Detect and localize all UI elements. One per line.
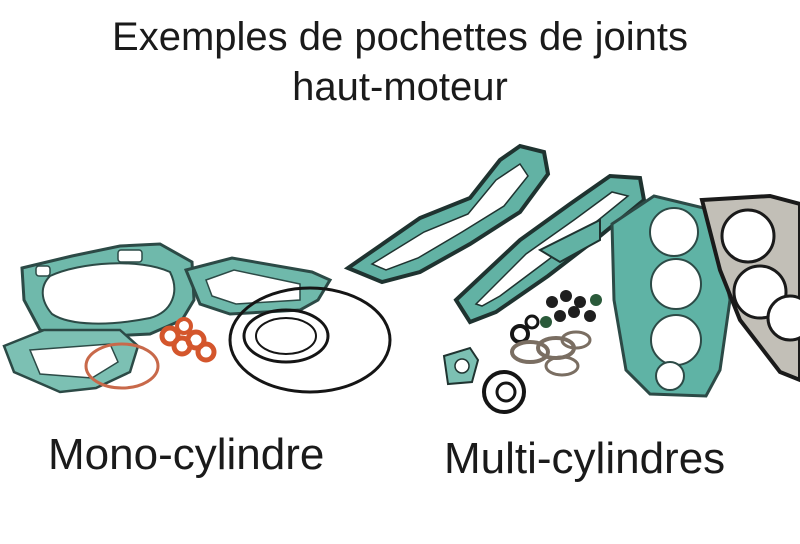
base-gasket-bore: [41, 262, 176, 325]
multi-cylinder-gasket-kit: [343, 143, 800, 414]
steel-rings: [510, 330, 592, 377]
multi-cylinder-caption: Multi-cylindres: [444, 434, 726, 483]
medium-black-oring: [242, 308, 330, 364]
page-title-line-2: haut-moteur: [292, 65, 508, 109]
copper-washers: [159, 317, 217, 363]
page-title-line-1: Exemples de pochettes de joints: [112, 15, 688, 59]
oring-bottom: [482, 370, 526, 414]
large-black-oring: [228, 286, 392, 394]
valve-stem-seals: [540, 290, 602, 328]
mono-cylinder-caption: Mono-cylindre: [48, 430, 325, 479]
mono-cylinder-gasket-kit: [2, 242, 392, 394]
copper-ring: [84, 342, 160, 390]
